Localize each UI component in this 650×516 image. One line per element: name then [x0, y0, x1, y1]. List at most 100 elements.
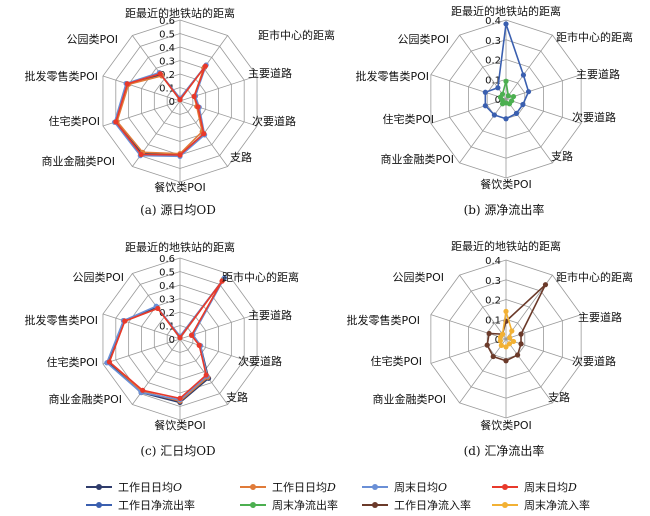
- category-label: 商业金融类POI: [41, 154, 115, 168]
- legend-variable: O: [173, 480, 183, 494]
- category-label: 餐饮类POI: [154, 180, 206, 194]
- category-label: 餐饮类POI: [154, 418, 206, 432]
- category-label: 距市中心的距离: [556, 270, 633, 284]
- data-point: [525, 89, 532, 95]
- legend-label: 周末日均: [524, 481, 568, 494]
- data-point: [503, 116, 509, 122]
- data-point: [520, 101, 526, 108]
- category-label: 支路: [230, 151, 252, 164]
- category-label: 距最近的地铁站的距离: [451, 4, 561, 18]
- grid-spoke: [179, 100, 258, 127]
- data-point: [510, 338, 517, 345]
- data-point: [177, 97, 183, 103]
- data-point: [219, 278, 225, 284]
- category-label: 住宅类POI: [370, 354, 422, 368]
- legend-item: 工作日净流入率: [362, 496, 471, 514]
- data-point: [491, 112, 497, 118]
- category-label: 公园类POI: [66, 32, 118, 46]
- grid-spoke: [430, 314, 507, 340]
- data-point: [122, 318, 128, 324]
- category-label: 公园类POI: [72, 270, 124, 284]
- legend-swatch: [362, 500, 388, 510]
- data-point: [518, 331, 524, 337]
- legend-label: 周末日均: [394, 481, 438, 494]
- panel-caption: (b) 源净流出率: [464, 202, 545, 217]
- data-point: [520, 72, 527, 78]
- data-point: [507, 335, 513, 341]
- tick-label: 0.1: [485, 75, 501, 86]
- tick-label: 0.2: [485, 296, 501, 307]
- legend-label: 工作日净流出率: [118, 499, 195, 512]
- data-point: [490, 353, 496, 360]
- data-point: [509, 328, 515, 334]
- data-point: [499, 91, 506, 97]
- tick-label: 0.4: [485, 16, 501, 27]
- data-point: [513, 110, 520, 116]
- data-point: [106, 359, 112, 365]
- category-label: 支路: [551, 150, 573, 163]
- data-point: [138, 151, 144, 158]
- grid-spoke: [505, 338, 582, 364]
- data-point: [497, 338, 503, 344]
- tick-label: 0.2: [485, 56, 501, 67]
- legend-swatch: [362, 482, 388, 492]
- legend-swatch: [492, 482, 518, 492]
- category-label: 批发零售类POI: [355, 69, 429, 83]
- legend-swatch: [86, 500, 112, 510]
- tick-label: 0: [495, 95, 501, 106]
- category-label: 餐饮类POI: [480, 418, 532, 432]
- grid-spoke: [505, 34, 553, 100]
- category-label: 商业金融类POI: [372, 392, 446, 406]
- tick-label: 0.3: [159, 57, 175, 68]
- data-point: [113, 119, 119, 125]
- grid-spoke: [459, 274, 507, 340]
- legend-variable: D: [568, 480, 577, 494]
- tick-label: 0.3: [485, 36, 501, 47]
- figure-canvas: 00.10.20.30.40.50.6距最近的地铁站的距离距市中心的距离主要道路…: [24, 4, 633, 458]
- legend-label: 工作日日均: [118, 481, 173, 494]
- data-point: [155, 305, 161, 312]
- grid-spoke: [102, 313, 181, 340]
- data-point: [482, 89, 488, 95]
- data-point: [542, 282, 549, 288]
- legend-label: 周末净流入率: [524, 499, 590, 512]
- data-point: [188, 332, 195, 338]
- grid-spoke: [179, 338, 228, 405]
- grid-spoke: [505, 338, 553, 404]
- grid-spoke: [430, 98, 507, 124]
- category-label: 距市中心的距离: [556, 30, 633, 44]
- data-point: [518, 341, 524, 347]
- tick-label: 0: [169, 97, 175, 108]
- tick-label: 0.6: [159, 16, 175, 27]
- legend-swatch: [86, 482, 112, 492]
- data-point: [503, 78, 509, 84]
- panel-caption: (a) 源日均OD: [140, 203, 216, 217]
- data-point: [202, 63, 208, 69]
- legend-swatch: [240, 482, 266, 492]
- tick-label: 0.2: [159, 308, 175, 319]
- data-point: [157, 71, 163, 77]
- data-point: [505, 93, 511, 99]
- grid-spoke: [459, 338, 507, 404]
- data-point: [503, 308, 509, 314]
- data-point: [195, 104, 201, 110]
- legend-swatch: [240, 500, 266, 510]
- panel-caption: (c) 汇日均OD: [140, 444, 215, 458]
- radar-panel-3: 00.10.20.30.40.50.6距最近的地铁站的距离距市中心的距离主要道路…: [24, 240, 299, 458]
- data-point: [177, 395, 183, 401]
- tick-label: 0.1: [159, 322, 175, 333]
- data-point: [196, 342, 202, 348]
- data-point: [482, 103, 488, 109]
- legend-item: 工作日净流出率: [86, 496, 195, 514]
- category-label: 批发零售类POI: [346, 313, 420, 327]
- category-label: 住宅类POI: [48, 114, 100, 128]
- grid-spoke: [505, 98, 582, 124]
- category-label: 支路: [226, 391, 248, 404]
- grid-spoke: [505, 98, 553, 164]
- category-label: 公园类POI: [392, 270, 444, 284]
